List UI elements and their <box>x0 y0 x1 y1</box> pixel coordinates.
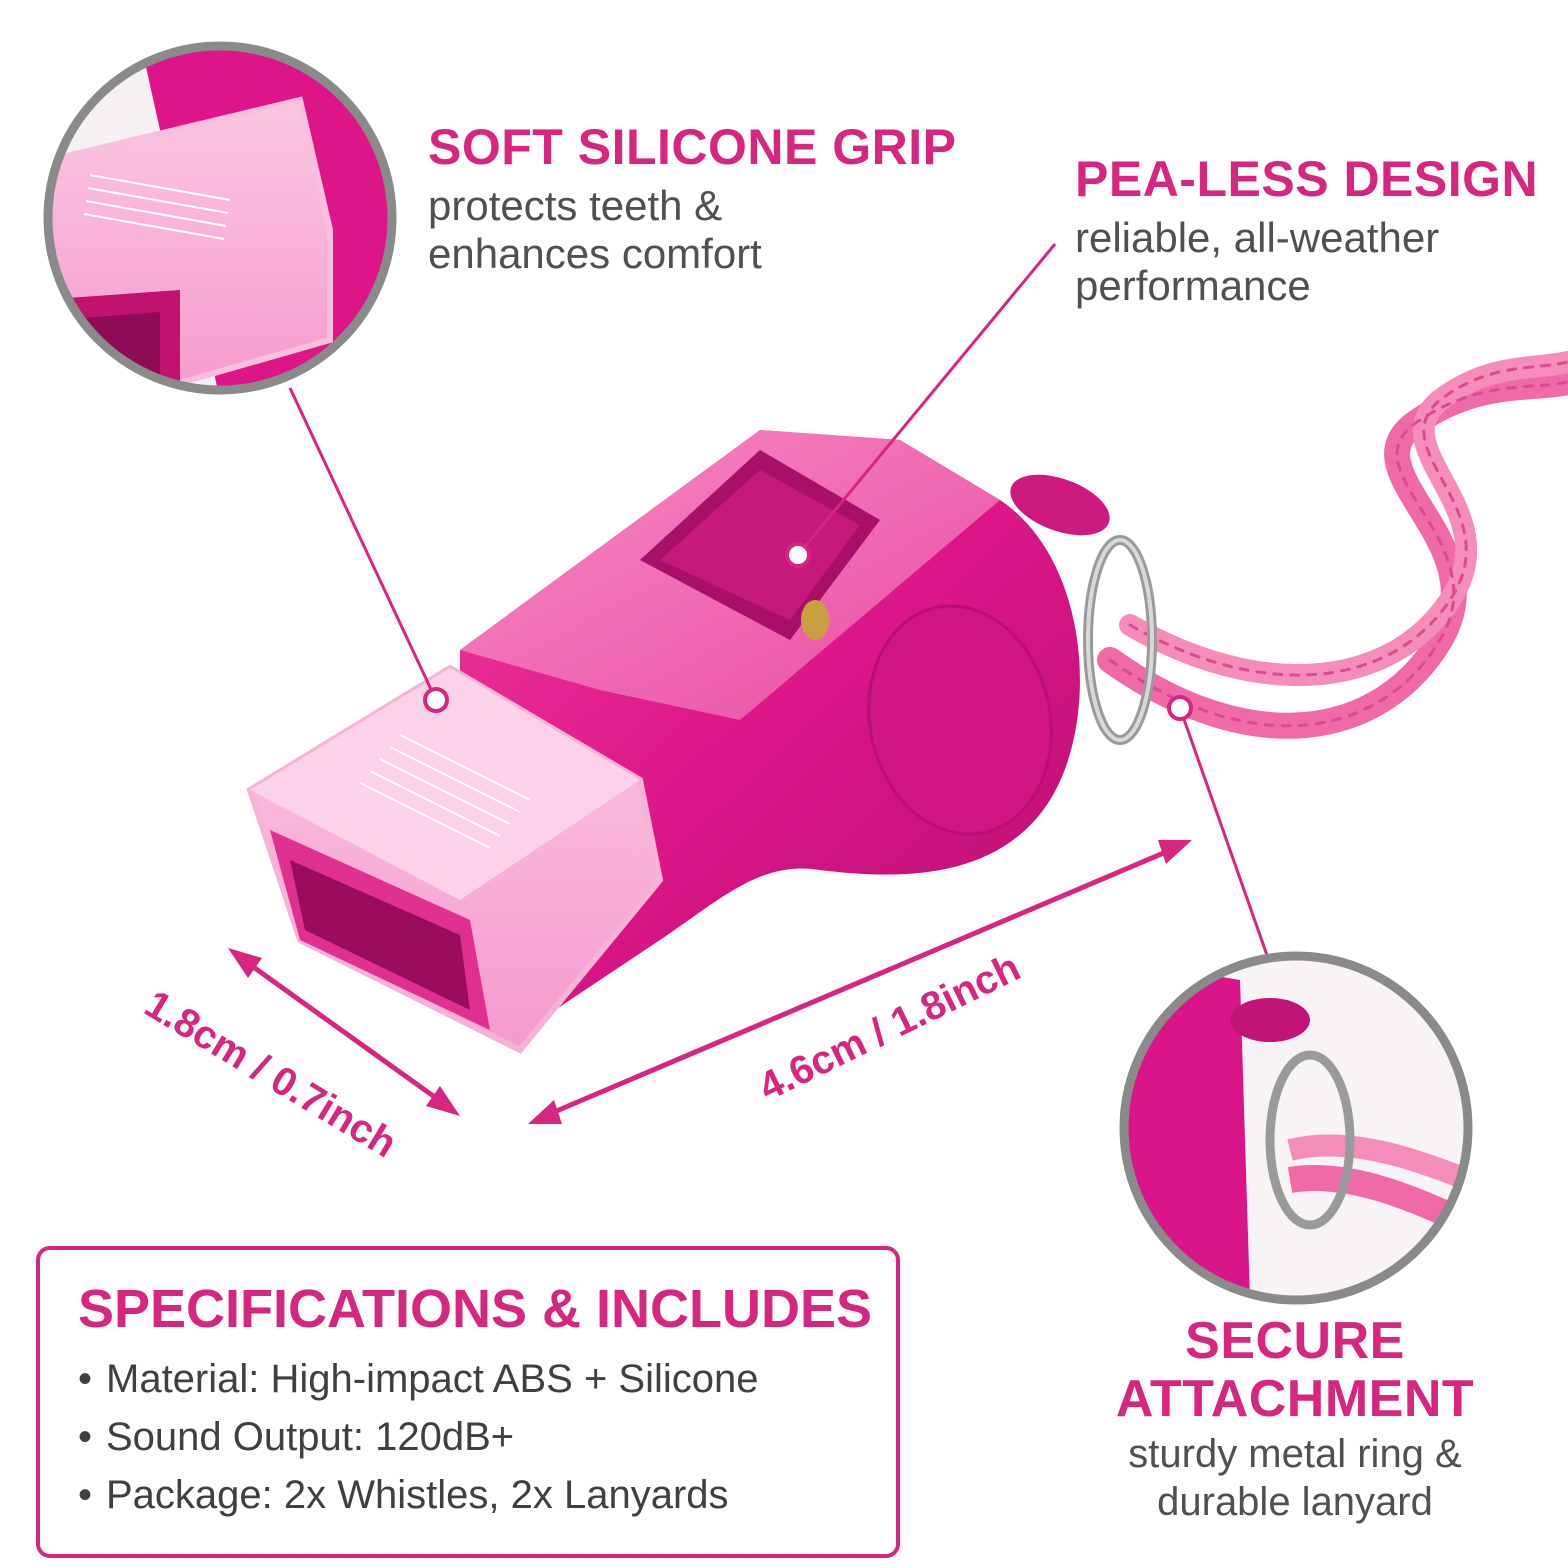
pea-less-description-line-1: reliable, all-weather <box>1075 214 1440 261</box>
specifications-box: SPECIFICATIONS & INCLUDES • Material: Hig… <box>36 1246 900 1558</box>
pea-less-heading: PEA-LESS DESIGN <box>1075 151 1539 207</box>
ring-zoom-circle <box>1119 951 1473 1305</box>
specifications-heading: SPECIFICATIONS & INCLUDES <box>78 1279 873 1339</box>
grip-zoom-circle <box>43 41 397 395</box>
secure-attachment-heading: SECURE ATTACHMENT <box>1090 1312 1500 1428</box>
secure-heading-line-1: SECURE <box>1185 1312 1405 1370</box>
bullet-icon: • <box>78 1473 93 1517</box>
spec-item: • Sound Output: 120dB+ <box>78 1408 759 1466</box>
pea-less-description-line-2: performance <box>1075 262 1311 309</box>
secure-description-line-2: durable lanyard <box>1157 1480 1433 1524</box>
whistle <box>246 430 1110 1054</box>
dimension-arrows <box>228 840 1192 1124</box>
spec-item: • Material: High-impact ABS + Silicone <box>78 1350 759 1408</box>
spec-item-text: Sound Output: 120dB+ <box>106 1415 515 1459</box>
bullet-icon: • <box>78 1357 93 1401</box>
spec-item-text: Package: 2x Whistles, 2x Lanyards <box>106 1473 729 1517</box>
spec-item-text: Material: High-impact ABS + Silicone <box>106 1357 759 1401</box>
specifications-list: • Material: High-impact ABS + Silicone • S… <box>78 1350 759 1524</box>
secure-heading-line-2: ATTACHMENT <box>1115 1370 1475 1428</box>
lanyard-cord <box>1097 351 1568 739</box>
grip-description-line-1: protects teeth & <box>428 182 723 229</box>
grip-description: protects teeth & enhances comfort <box>428 182 848 278</box>
bullet-icon: • <box>78 1415 93 1459</box>
spec-item: • Package: 2x Whistles, 2x Lanyards <box>78 1466 759 1524</box>
grip-heading: SOFT SILICONE GRIP <box>428 119 957 175</box>
secure-attachment-description: sturdy metal ring & durable lanyard <box>1085 1430 1505 1526</box>
pea-less-description: reliable, all-weather performance <box>1075 214 1515 310</box>
callout-dots <box>423 542 1193 721</box>
grip-description-line-2: enhances comfort <box>428 230 762 277</box>
callout-leaders <box>288 243 1270 959</box>
secure-description-line-1: sturdy metal ring & <box>1128 1432 1462 1476</box>
